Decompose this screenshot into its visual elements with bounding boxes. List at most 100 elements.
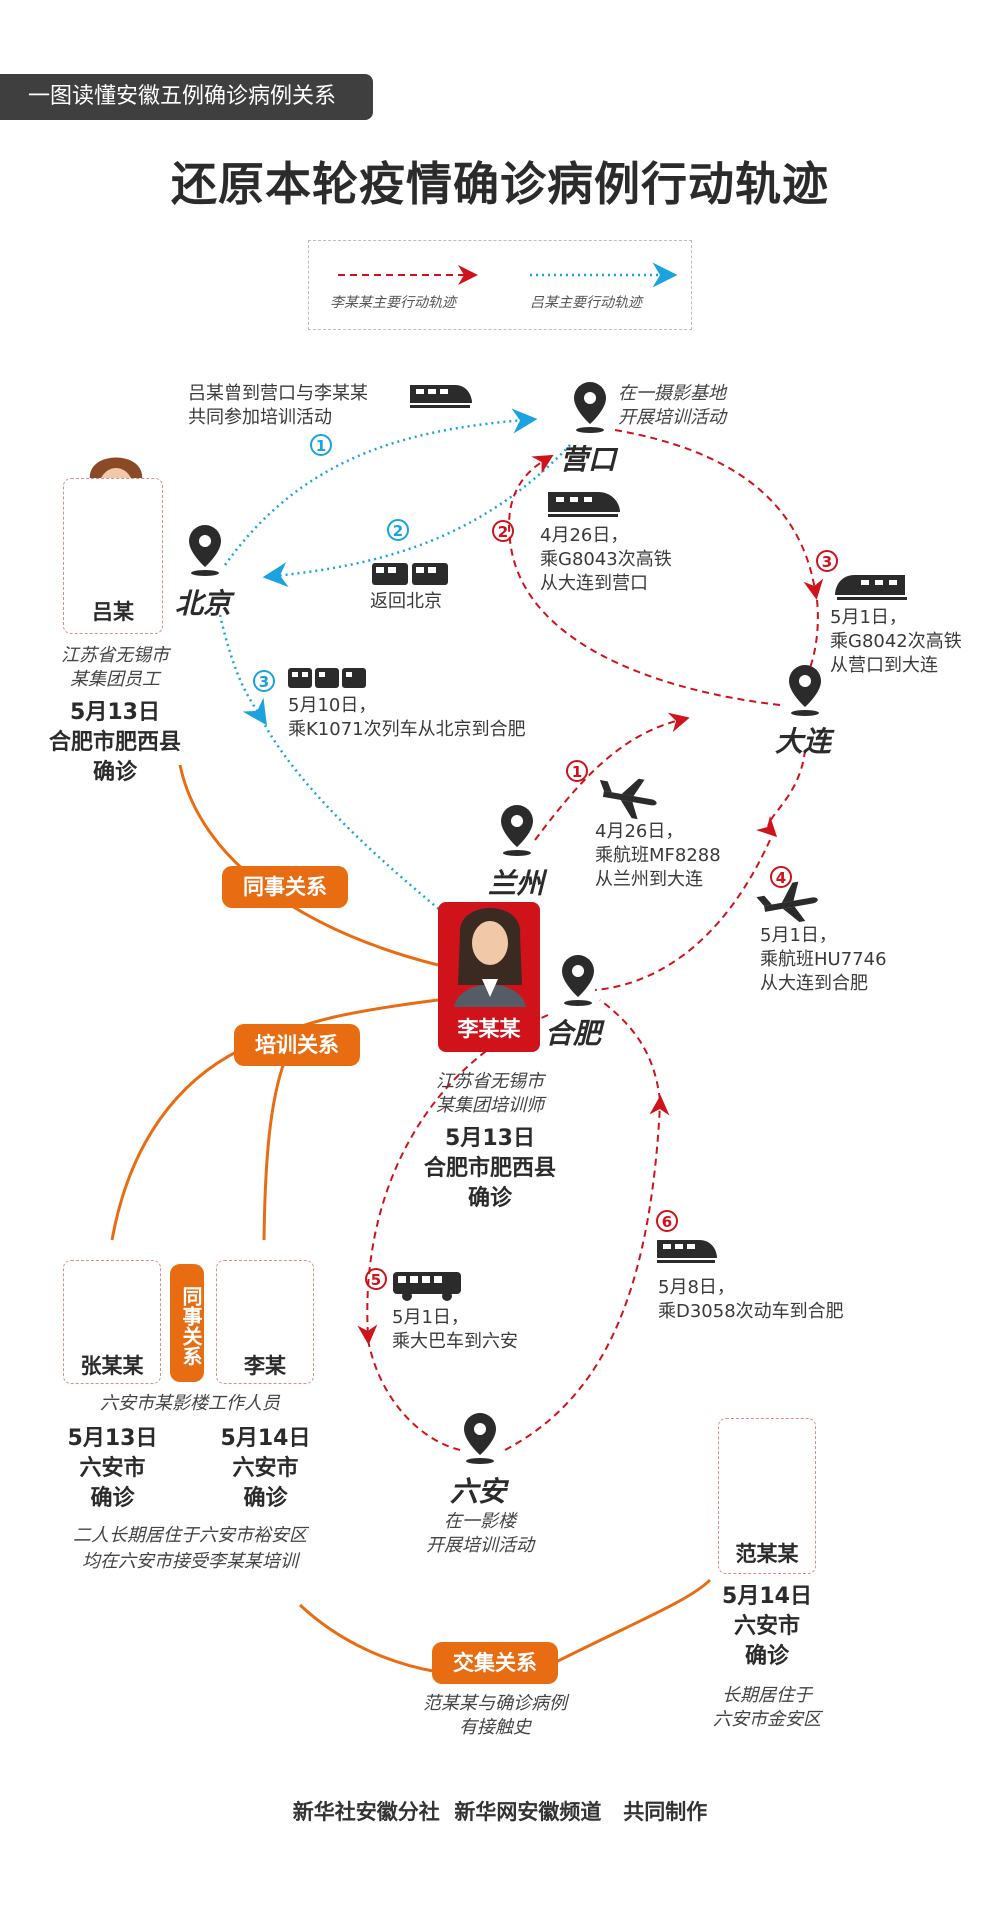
red-step1-text-3: 从兰州到大连 <box>595 869 703 890</box>
intersect-note-2: 有接触史 <box>459 1717 531 1738</box>
bullet-train-icon-red6 <box>657 1240 717 1263</box>
red-step1-badge: 1 <box>566 760 588 782</box>
red-step4-text-3: 从大连到合肥 <box>760 973 868 994</box>
airplane-icon-red4 <box>756 881 818 923</box>
lv-job-1: 江苏省无锡市 <box>61 645 169 666</box>
person-name-lv: 吕某 <box>92 600 134 624</box>
train-icon-blue2 <box>372 563 448 585</box>
person-name-zhang: 张某某 <box>80 1354 144 1378</box>
li2-place: 六安市 <box>232 1456 299 1481</box>
red-step3-text-3: 从营口到大连 <box>830 655 938 676</box>
relation-badge-colleague: 同事关系 <box>222 866 348 908</box>
bus-icon-red5 <box>393 1272 461 1301</box>
li-date: 5月13日 <box>445 1126 535 1151</box>
red-step2-text-1: 4月26日， <box>540 525 629 546</box>
blue-step1-text-2: 共同参加培训活动 <box>188 407 332 428</box>
lv-place: 合肥市肥西县 <box>48 730 181 755</box>
red-step1-text-2: 乘航班MF8288 <box>595 845 721 866</box>
red-step3-badge: 3 <box>816 550 838 572</box>
bullet-train-icon-blue1 <box>410 385 472 408</box>
legend-red-label: 李某某主要行动轨迹 <box>330 295 456 311</box>
red-step4-badge: 4 <box>770 866 792 888</box>
city-beijing: 北京 <box>175 587 232 620</box>
blue-route-3b <box>260 719 441 911</box>
red-step6-text-2: 乘D3058次动车到合肥 <box>658 1301 844 1322</box>
red-step6-badge: 6 <box>656 1210 678 1232</box>
blue-step1-badge: 1 <box>310 434 332 456</box>
blue-step3-text-1: 5月10日， <box>288 695 377 716</box>
person-name-li: 李某某 <box>457 1017 521 1041</box>
person-card-zhang <box>63 1260 161 1384</box>
relation-line-colleague <box>178 764 439 967</box>
red-step6-text-1: 5月8日， <box>658 1277 735 1298</box>
airplane-icon-red1 <box>599 778 657 820</box>
red-step2-text-2: 乘G8043次高铁 <box>540 549 672 570</box>
person-card-li2 <box>216 1260 314 1384</box>
blue-step3-text-2: 乘K1071次列车从北京到合肥 <box>288 719 526 740</box>
pin-icon-hefei <box>562 955 594 1006</box>
person-name-fan: 范某某 <box>735 1542 799 1566</box>
blue-step2-text: 返回北京 <box>370 591 442 612</box>
train-icon-blue3 <box>288 668 366 688</box>
red-step5-text-2: 乘大巴车到六安 <box>392 1331 518 1352</box>
pin-icon-lanzhou <box>501 805 533 856</box>
relation-badge-colleague-vertical: 同事关系 <box>170 1264 204 1382</box>
legend-blue-label: 吕某主要行动轨迹 <box>530 295 642 311</box>
person-card-lv <box>63 478 163 634</box>
fan-date: 5月14日 <box>722 1584 812 1609</box>
blue-route-1 <box>223 408 538 566</box>
lv-job-2: 某集团员工 <box>70 669 160 690</box>
pin-icon-luan <box>464 1413 496 1464</box>
intersect-note-1: 范某某与确诊病例 <box>423 1693 567 1714</box>
city-lanzhou: 兰州 <box>488 867 545 900</box>
shared-job: 六安市某影楼工作人员 <box>100 1393 280 1414</box>
shared-note-2: 均在六安市接受李某某培训 <box>82 1551 298 1572</box>
page-title: 还原本轮疫情确诊病例行动轨迹 <box>171 157 829 211</box>
blue-route-2 <box>262 444 571 588</box>
red-route-4 <box>755 749 806 838</box>
blue-step3-badge: 3 <box>253 670 275 692</box>
red-step5-badge: 5 <box>365 1268 387 1290</box>
header-tag: 一图读懂安徽五例确诊病例关系 <box>0 74 373 120</box>
fan-place: 六安市 <box>733 1614 800 1639</box>
fan-note-2: 六安市金安区 <box>713 1709 821 1730</box>
li2-status: 确诊 <box>243 1486 288 1511</box>
li-job-1: 江苏省无锡市 <box>436 1071 544 1092</box>
bullet-train-icon-red3 <box>835 575 907 600</box>
li-place: 合肥市肥西县 <box>423 1156 556 1181</box>
red-step2-badge: 2 <box>492 520 514 542</box>
red-route-5b <box>367 1339 461 1451</box>
red-route-3 <box>614 429 824 600</box>
pin-icon-yingkou <box>574 382 606 433</box>
relation-line-training-zhang <box>110 1048 241 1241</box>
red-route-6b <box>599 999 661 1101</box>
city-dalian: 大连 <box>775 725 832 758</box>
red-step2-text-3: 从大连到营口 <box>540 573 648 594</box>
yingkou-note-1: 在一摄影基地 <box>618 383 726 404</box>
blue-step1-text-1: 吕某曾到营口与李某某 <box>188 383 368 404</box>
zhang-date: 5月13日 <box>67 1426 158 1451</box>
relation-badge-training: 培训关系 <box>234 1024 360 1066</box>
city-yingkou: 营口 <box>560 443 617 476</box>
blue-route-3 <box>218 614 267 726</box>
pin-icon-dalian <box>789 665 821 716</box>
red-route-2 <box>508 454 781 706</box>
zhang-status: 确诊 <box>90 1486 135 1511</box>
red-step3-text-1: 5月1日， <box>830 607 907 628</box>
red-step4-text-2: 乘航班HU7746 <box>760 949 887 970</box>
luan-note-2: 开展培训活动 <box>426 1535 534 1556</box>
red-step1-text-1: 4月26日， <box>595 821 684 842</box>
fan-note-1: 长期居住于 <box>722 1685 812 1706</box>
fan-status: 确诊 <box>744 1644 789 1669</box>
yingkou-note-2: 开展培训活动 <box>618 407 726 428</box>
bullet-train-icon-red2 <box>548 492 620 517</box>
red-step3-text-2: 乘G8042次高铁 <box>830 631 962 652</box>
pin-icon-beijing <box>189 525 221 576</box>
blue-step2-badge: 2 <box>387 519 409 541</box>
li-job-2: 某集团培训师 <box>436 1095 544 1116</box>
legend <box>308 240 692 330</box>
li2-date: 5月14日 <box>220 1426 311 1451</box>
footer-credit: 新华社安徽分社 新华网安徽频道 共同制作 <box>292 1800 708 1824</box>
lv-date: 5月13日 <box>70 700 160 725</box>
lv-status: 确诊 <box>92 760 137 785</box>
